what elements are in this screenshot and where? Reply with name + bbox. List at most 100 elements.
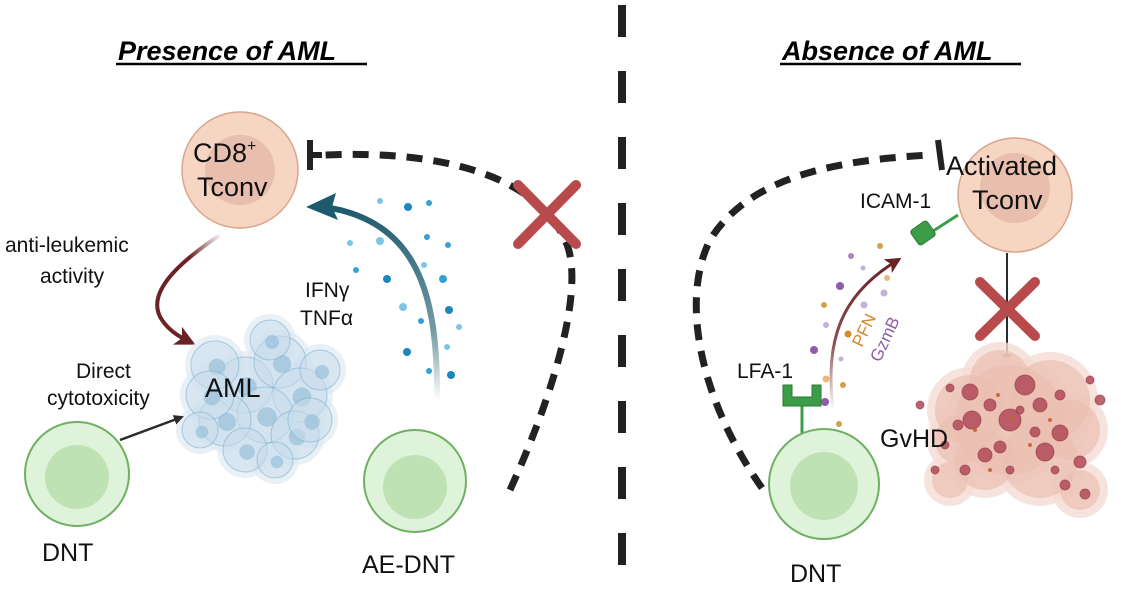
- cytokine-dot: [421, 262, 427, 268]
- gvhd-lesion: [1079, 488, 1091, 500]
- cytokine-dot: [456, 324, 462, 330]
- granule-dot: [848, 253, 854, 259]
- cytokine-dot: [444, 344, 450, 350]
- aml-cell-nucleus: [304, 414, 320, 430]
- tnfa-label: TNFα: [300, 307, 353, 330]
- cytokine-arrowhead-icon: [306, 193, 338, 220]
- cytokine-dot: [383, 275, 391, 283]
- cytotoxic-granule-arrow: [829, 257, 902, 411]
- gvhd-debris: [1028, 443, 1032, 447]
- cytokine-dot: [347, 240, 353, 246]
- granule-dot: [860, 301, 868, 309]
- gvhd-debris: [973, 428, 977, 432]
- dnt-label-right: DNT: [790, 560, 841, 588]
- cd8-tconv-cell: CD8+ Tconv: [181, 111, 299, 229]
- gvhd-lesion: [1051, 424, 1069, 442]
- gvhd-lesion: [959, 464, 971, 476]
- granule-dot: [860, 265, 866, 271]
- gvhd-lesion: [1050, 465, 1060, 475]
- gvhd-debris: [1010, 416, 1014, 420]
- activated-tconv-label-line2: Tconv: [972, 185, 1043, 215]
- granule-dot: [838, 356, 844, 362]
- direct-cytotoxicity-arrow: [119, 415, 184, 442]
- direct-cytotoxicity-label-line2: cytotoxicity: [47, 387, 150, 410]
- aml-cell-nucleus: [217, 412, 237, 432]
- cytokine-arrow: [329, 205, 441, 401]
- gvhd-tissue-core: [970, 350, 1030, 410]
- anti-leukemic-arrow: [155, 233, 222, 345]
- cytokine-dot: [418, 318, 424, 324]
- gvhd-lesion: [1014, 374, 1036, 396]
- granule-dot: [836, 421, 842, 427]
- gvhd-lesion: [1085, 375, 1095, 385]
- gvhd-lesion: [1032, 397, 1048, 413]
- gvhd-tissue: [915, 342, 1108, 518]
- anti-leukemic-label-line1: anti-leukemic: [5, 234, 129, 257]
- aml-cell-nucleus: [315, 365, 329, 379]
- granule-dot: [884, 275, 890, 281]
- gvhd-lesion: [945, 383, 955, 393]
- aml-cluster: AML: [176, 314, 346, 484]
- granule-dot: [836, 282, 844, 290]
- icam1-receptor-icon: [910, 220, 936, 246]
- gvhd-lesion: [1005, 465, 1015, 475]
- ae-dnt-label: AE-DNT: [362, 551, 455, 579]
- ae-dnt-cell: AE-DNT: [362, 429, 467, 579]
- gvhd-lesion: [1015, 405, 1025, 415]
- lfa1-label: LFA-1: [737, 360, 793, 383]
- icam1-label: ICAM-1: [860, 190, 931, 213]
- gvhd-lesion: [952, 419, 964, 431]
- cytokine-dot: [404, 203, 412, 211]
- cytokine-dot: [447, 371, 455, 379]
- gvhd-lesion: [915, 400, 925, 410]
- activated-tconv-label-line1: Activated: [946, 151, 1057, 181]
- right-panel-title: Absence of AML: [781, 36, 993, 66]
- cytokine-dot: [445, 306, 453, 314]
- gvhd-label: GvHD: [880, 425, 948, 453]
- gvhd-lesion: [1094, 394, 1106, 406]
- activated-tconv-cell: Activated Tconv: [946, 137, 1073, 253]
- granule-dot: [877, 243, 883, 249]
- lfa1-receptor-icon: [782, 384, 822, 407]
- aml-label: AML: [205, 373, 261, 403]
- cytokine-dot: [399, 303, 407, 311]
- granule-dot: [822, 375, 830, 383]
- cytokine-dot: [377, 198, 383, 204]
- cytokine-dot: [424, 234, 430, 240]
- right-panel: Absence of AML Activated Tconv ICAM-1 Gv…: [692, 36, 1108, 588]
- gvhd-lesion: [1035, 442, 1055, 462]
- gvhd-lesion: [930, 465, 940, 475]
- cytokine-dot: [439, 275, 447, 283]
- gvhd-lesion: [1054, 389, 1066, 401]
- aml-cell-nucleus: [239, 444, 255, 460]
- granule-dot: [821, 398, 829, 406]
- icam1-stalk: [929, 213, 959, 235]
- ifng-label: IFNγ: [305, 279, 350, 302]
- gvhd-lesion: [1059, 479, 1071, 491]
- gvhd-tissue-core: [1040, 400, 1100, 460]
- cytokine-dot: [353, 267, 359, 273]
- cytokine-dot: [426, 368, 432, 374]
- gvhd-debris: [988, 468, 992, 472]
- granule-dot: [840, 382, 846, 388]
- gvhd-tissue-core: [1060, 470, 1100, 510]
- cytokine-dot: [376, 237, 384, 245]
- cytokine-dot: [426, 200, 432, 206]
- cd8-tconv-label-line1: CD8+: [193, 138, 256, 168]
- left-panel-title: Presence of AML: [118, 36, 336, 66]
- gvhd-lesion: [940, 440, 950, 450]
- gvhd-lesion: [993, 440, 1007, 454]
- aml-cell-nucleus: [270, 455, 284, 469]
- inhibition-dashed-line-right: [692, 151, 931, 491]
- aml-cell-nucleus: [195, 425, 209, 439]
- cytokine-dot: [403, 348, 411, 356]
- granule-dot: [810, 346, 818, 354]
- aml-cell-nucleus: [272, 354, 292, 374]
- aml-cell-nucleus: [257, 407, 277, 427]
- gvhd-lesion: [1073, 455, 1087, 469]
- granule-particles: [810, 243, 890, 427]
- aml-cell-nucleus: [203, 388, 221, 406]
- gvhd-lesion: [961, 383, 979, 401]
- granule-dot: [880, 289, 888, 297]
